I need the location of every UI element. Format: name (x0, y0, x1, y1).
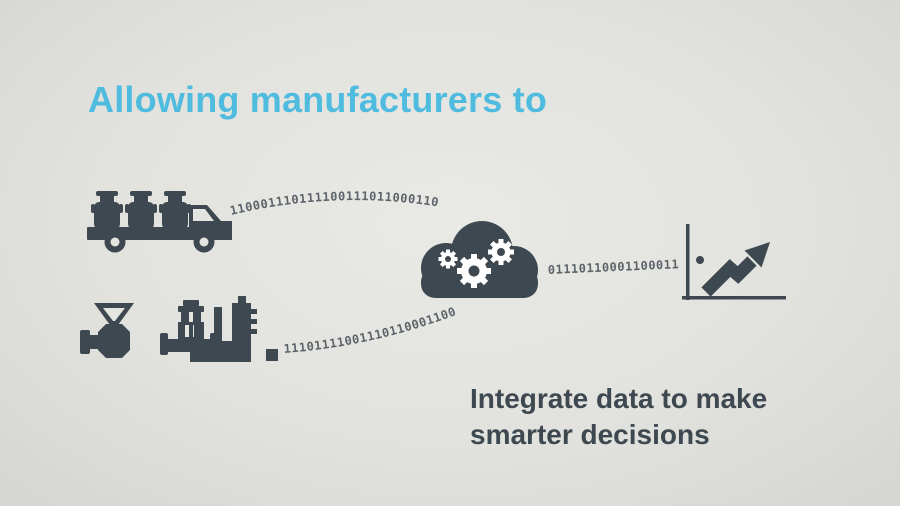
svg-text:01110110001100011: 01110110001100011 (548, 257, 680, 277)
chart-y-axis (686, 224, 690, 300)
milk-can-icon (125, 191, 157, 229)
slide-title: Allowing manufacturers to (88, 79, 548, 120)
binary-stream-top: 1100011101111001110110001100 (227, 184, 439, 218)
wheel-hub (110, 237, 120, 247)
binary-stream-right-text: 01110110001100011 (548, 257, 679, 277)
chart-data-point (696, 256, 704, 264)
milk-can-icon (91, 191, 123, 229)
funnel-valve-icon (80, 303, 134, 358)
milk-truck-icon (87, 191, 232, 253)
chart-arrow-head (744, 242, 770, 268)
caption-line-1: Integrate data to make (470, 383, 768, 414)
binary-stream-right: 01110110001100011 (548, 257, 680, 277)
slide-caption: Integrate data to make smarter decisions (470, 381, 767, 453)
binary-stream-bottom-text: 11101111001110110001100 (283, 307, 457, 356)
chart-arrow-line (701, 256, 757, 297)
milk-truck-shape (87, 191, 232, 253)
milk-can-icon (159, 191, 191, 229)
factory-icon (190, 296, 278, 362)
growth-chart-icon (682, 224, 786, 300)
plant-icons (80, 296, 278, 362)
chart-x-axis (682, 296, 786, 300)
cloud-with-gears-icon (421, 221, 538, 298)
wheel-hub (199, 237, 209, 247)
binary-stream-bottom: 11101111001110110001100 (283, 307, 458, 356)
truck-window (193, 209, 214, 221)
svg-text:11101111001110110001100: 11101111001110110001100 (283, 307, 458, 356)
caption-line-2: smarter decisions (470, 418, 710, 450)
